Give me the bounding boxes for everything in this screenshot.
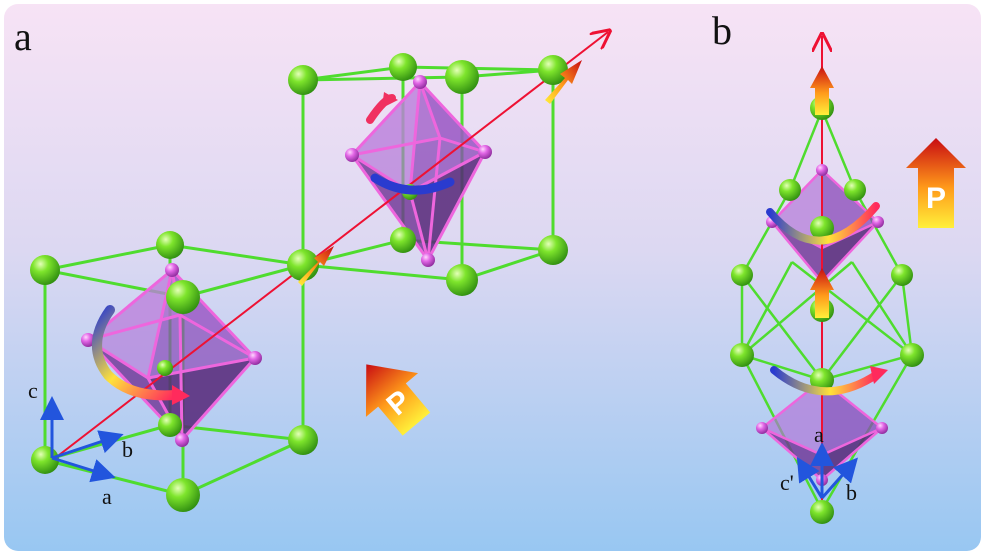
rotation-arrow-b-upper [766, 202, 880, 245]
upper-octahedron [350, 80, 487, 261]
axis-arrow-b-top [810, 66, 834, 115]
axis-label-b-a: a [814, 422, 824, 447]
axis-arrow-top [545, 60, 582, 104]
axis-label-a: a [102, 484, 112, 509]
polarization-arrow-b: P [906, 138, 966, 228]
axis-arrow-mid [298, 246, 334, 286]
background-gradient [4, 4, 981, 551]
panel-a: a [14, 14, 608, 512]
panel-label-a: a [14, 14, 32, 59]
axis-arrow-b-mid [810, 268, 834, 318]
rotation-arrow-upper-2 [370, 173, 455, 195]
axis-label-b: b [122, 437, 133, 462]
axes-b: a c' b [780, 422, 858, 505]
axes-a: c b a [28, 378, 133, 509]
rotation-arrow-b-lower [770, 366, 880, 396]
rotation-arrow-lower [92, 305, 180, 401]
green-atoms [30, 53, 568, 512]
polarization-label-b: P [926, 182, 946, 215]
axis-label-b-b: b [846, 480, 857, 505]
polarization-arrow-a: P [365, 364, 431, 436]
axis-label-c: c [28, 378, 38, 403]
panel-label-b: b [712, 8, 732, 53]
axis-label-b-c: c' [780, 470, 794, 495]
panel-b: b [712, 8, 966, 524]
